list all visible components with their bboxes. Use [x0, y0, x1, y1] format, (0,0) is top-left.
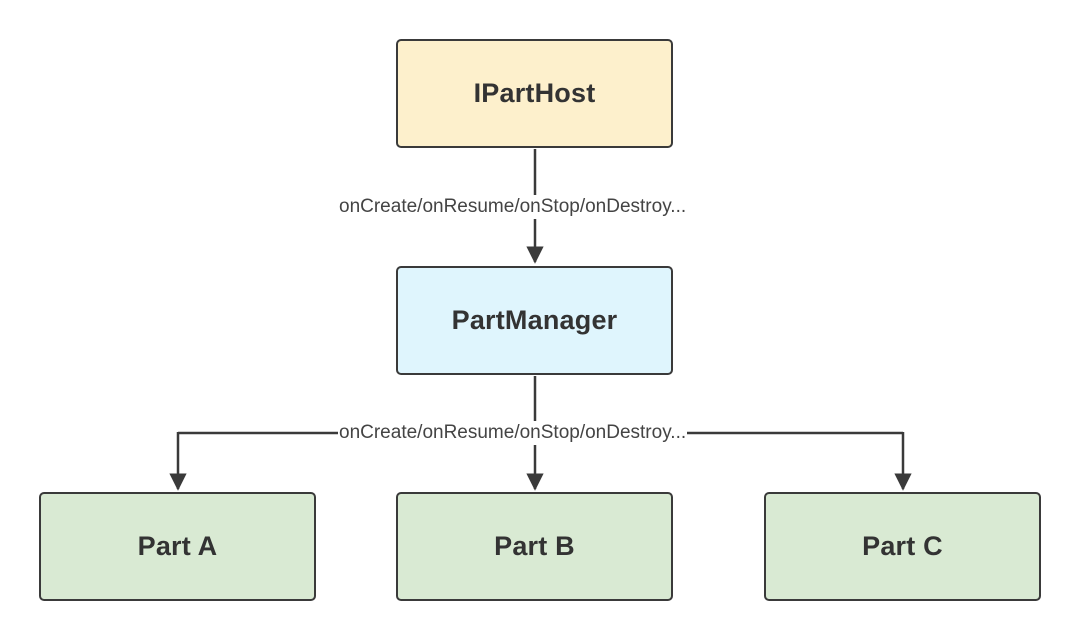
node-part-b: Part B [396, 492, 673, 601]
edge-label-manager-to-parts: onCreate/onResume/onStop/onDestroy... [338, 421, 688, 445]
node-part-c: Part C [764, 492, 1041, 601]
node-part-a: Part A [39, 492, 316, 601]
node-part-manager: PartManager [396, 266, 673, 375]
edge-label-host-to-manager: onCreate/onResume/onStop/onDestroy... [338, 195, 688, 219]
node-ipart-host: IPartHost [396, 39, 673, 148]
